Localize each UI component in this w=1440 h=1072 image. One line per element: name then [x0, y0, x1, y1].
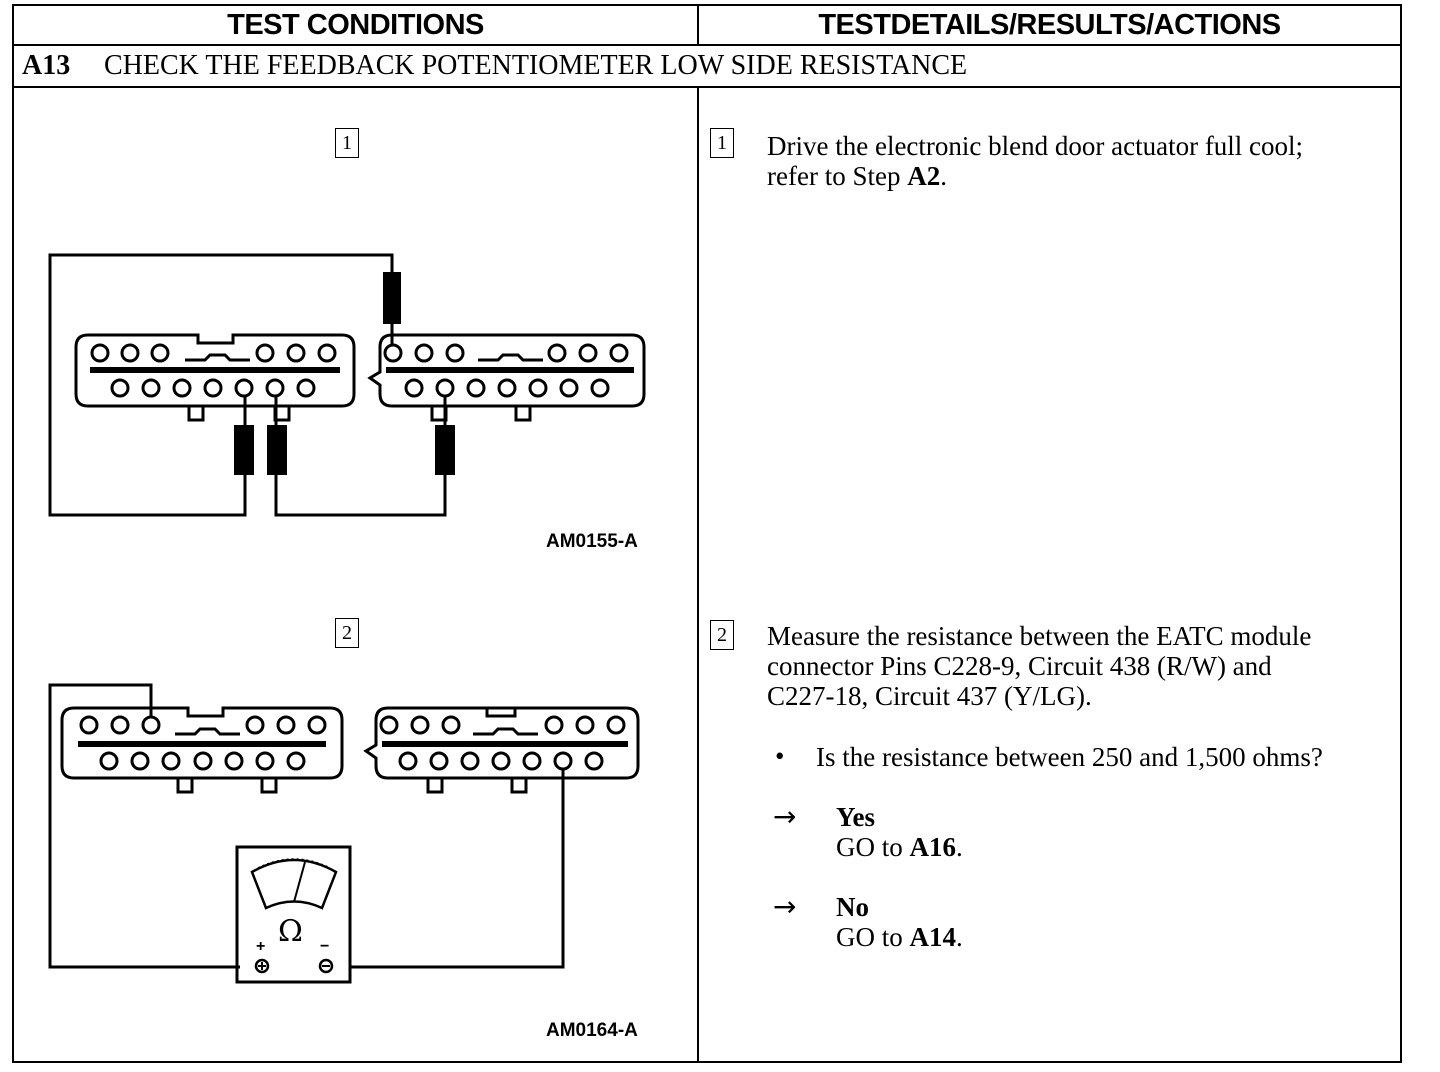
- step-id: A13: [22, 50, 71, 81]
- meter-plus-sign: +: [256, 938, 266, 955]
- detail-2-line1: Measure the resistance between the EATC …: [767, 621, 1312, 651]
- ohm-symbol: Ω: [278, 914, 303, 949]
- diagram-1-label: AM0155-A: [546, 531, 638, 552]
- yes-label: Yes: [836, 802, 875, 832]
- column-divider: [697, 6, 699, 44]
- diagram-1-jumper-wires: [48, 253, 447, 517]
- step-title: CHECK THE FEEDBACK POTENTIOMETER LOW SID…: [104, 50, 968, 81]
- no-action: GO to A14.: [836, 922, 963, 952]
- header-test-conditions: TEST CONDITIONS: [227, 8, 484, 41]
- yes-arrow-icon: →: [773, 800, 797, 833]
- yes-branch: Yes GO to A16.: [836, 802, 963, 862]
- detail-2-number: 2: [710, 620, 734, 650]
- no-branch: No GO to A14.: [836, 892, 963, 952]
- step-ref-a14: A14: [909, 922, 957, 952]
- procedure-table: TEST CONDITIONS TESTDETAILS/RESULTS/ACTI…: [12, 4, 1402, 1063]
- detail-1-line2: refer to Step A2.: [767, 161, 947, 191]
- step-ref-a2: A2: [907, 161, 941, 191]
- detail-2-line2: connector Pins C228-9, Circuit 438 (R/W)…: [767, 651, 1272, 681]
- detail-1-text: Drive the electronic blend door actuator…: [767, 131, 1303, 191]
- question-text: Is the resistance between 250 and 1,500 …: [816, 742, 1323, 772]
- ohmmeter: [235, 845, 352, 984]
- diagram-2-connectors: [60, 706, 640, 794]
- no-label: No: [836, 892, 869, 922]
- title-rule: [14, 86, 1400, 88]
- header-test-details: TESTDETAILS/RESULTS/ACTIONS: [818, 8, 1281, 41]
- meter-minus-sign: −: [320, 938, 330, 955]
- diagram-1-number: 1: [335, 128, 359, 158]
- header-rule: [14, 44, 1400, 46]
- diagram-2-number: 2: [335, 618, 359, 648]
- diagram-2-meter-leads: [48, 683, 565, 969]
- diagram-1-connectors: [74, 333, 646, 422]
- question-bullet: •: [775, 741, 785, 771]
- column-divider-main: [697, 88, 699, 1063]
- step-ref-a16: A16: [909, 832, 957, 862]
- yes-action: GO to A16.: [836, 832, 963, 862]
- step-title-row: A13 CHECK THE FEEDBACK POTENTIOMETER LOW…: [14, 46, 1400, 86]
- no-arrow-icon: →: [773, 890, 797, 923]
- detail-1-line1: Drive the electronic blend door actuator…: [767, 131, 1304, 161]
- diagram-1-probes: [234, 272, 455, 475]
- detail-1-number: 1: [710, 128, 734, 158]
- diagram-2-label: AM0164-A: [546, 1020, 638, 1041]
- detail-2-line3: C227-18, Circuit 437 (Y/LG).: [767, 681, 1092, 711]
- detail-2-text: Measure the resistance between the EATC …: [767, 621, 1311, 711]
